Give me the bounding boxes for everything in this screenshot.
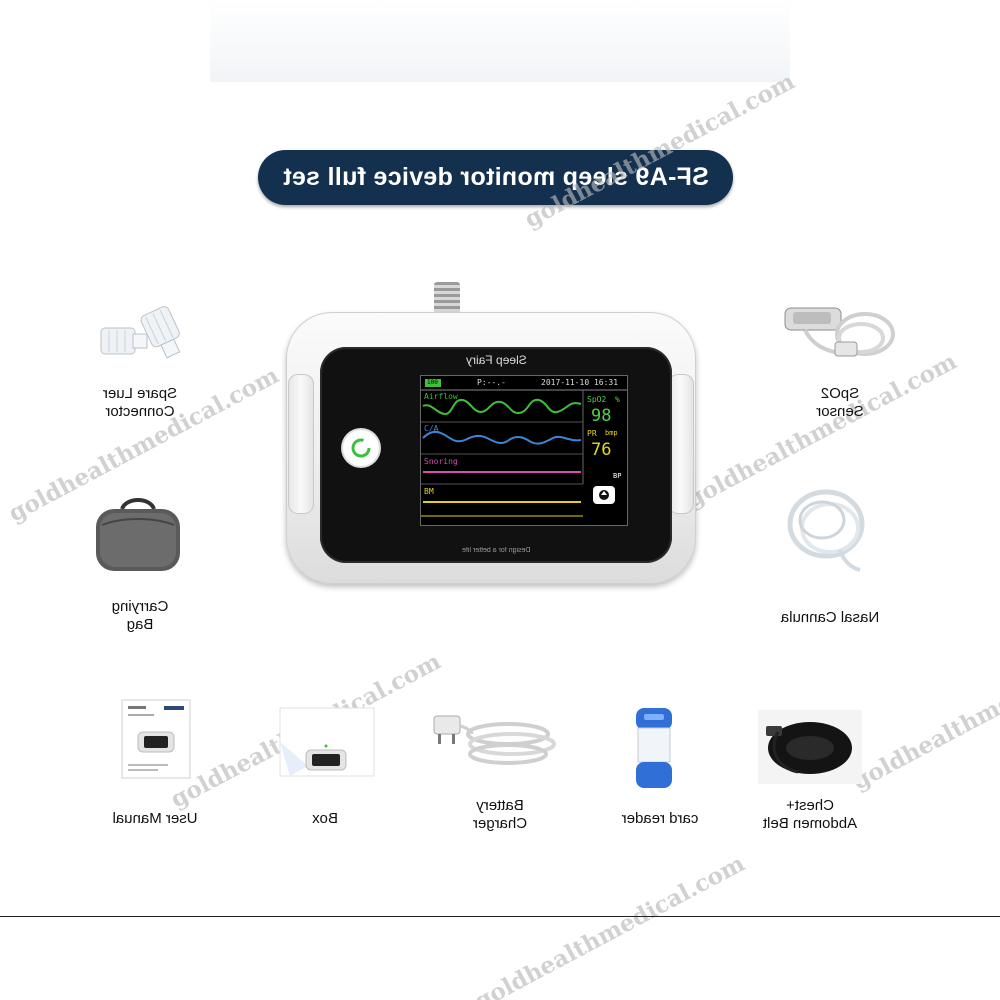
screen-datetime: 2017-11-10 16:31 <box>541 378 619 387</box>
watermark-text: goldhealthmedical.com <box>470 850 749 1000</box>
chest-belt-label: Chest+ Abdomen Belt <box>745 797 875 833</box>
battery-charger-label: Battery Charger <box>435 797 565 833</box>
title-text: SF-A9 sleep monitor device full set <box>282 163 709 191</box>
label-line: Battery <box>476 797 524 814</box>
bp-label: BP <box>613 472 622 480</box>
nasal-cannula-image <box>787 489 865 572</box>
luer-connector-image <box>100 306 181 359</box>
battery-charger-image <box>433 715 556 765</box>
pr-label: PR <box>587 429 597 438</box>
battery-icon <box>425 379 441 387</box>
spo2-value: 98 <box>591 406 612 426</box>
label-line: Charger <box>472 815 528 832</box>
snoring-label: Snoring <box>424 457 458 466</box>
label-line: Box <box>312 810 338 827</box>
label-line: User Manual <box>112 810 198 827</box>
card-reader-label: card reader <box>600 810 720 828</box>
bm-label: BM <box>424 487 434 496</box>
spo2-label: SpO2 <box>587 395 607 404</box>
device-bezel: Sleep Fairy <box>320 347 672 563</box>
pressure-readout: P:--.- <box>477 378 506 387</box>
label-line: Connector <box>105 403 175 420</box>
chest-belt-image <box>758 710 862 784</box>
battery-level: 100 <box>427 379 438 386</box>
label-line: card reader <box>621 810 699 827</box>
top-banner-fade <box>210 0 790 82</box>
box-label: Box <box>270 810 380 828</box>
device-connector <box>434 282 460 314</box>
nasal-cannula-label: Nasal Cannula <box>765 609 895 627</box>
ca-waveform <box>422 430 582 445</box>
title-banner: SF-A9 sleep monitor device full set <box>258 150 733 205</box>
power-button[interactable] <box>343 430 379 466</box>
label-line: SpO2 <box>820 385 860 402</box>
spo2-unit: % <box>615 395 620 404</box>
luer-connector-label: Spare Luer Connector <box>80 385 200 421</box>
carrying-bag-label: Carrying Bag <box>80 598 200 634</box>
pr-unit: bmp <box>605 429 618 437</box>
airflow-waveform <box>422 398 582 416</box>
bottom-divider <box>0 916 1000 917</box>
spo2-sensor-image <box>784 307 895 357</box>
device-brand-text: Sleep Fairy <box>465 353 527 367</box>
screen-graphics <box>421 379 627 517</box>
pr-value: 76 <box>591 440 612 460</box>
device-brand: Sleep Fairy <box>320 353 672 367</box>
device-tagline: Design for a better life <box>320 547 672 554</box>
card-reader-image <box>636 708 672 788</box>
label-line: Bag <box>126 616 154 633</box>
spo2-sensor-label: SpO2 Sensor <box>780 385 900 421</box>
watermark-text: goldhealthmedical.com <box>848 630 1000 795</box>
device-left-grip <box>288 374 314 514</box>
ca-label: C/A <box>424 424 439 433</box>
airflow-label: Airflow <box>424 392 458 401</box>
label-line: Sensor <box>816 403 864 420</box>
label-line: Spare Luer <box>102 385 178 402</box>
box-image <box>279 707 375 777</box>
carrying-bag-image <box>96 498 180 571</box>
sleep-monitor-device: Sleep Fairy <box>286 282 696 584</box>
device-screen: 100 P:--.- 2017-11-10 16:31 Airflow C/A … <box>420 375 628 526</box>
label-line: Abdomen Belt <box>762 815 858 832</box>
device-tagline-text: Design for a better life <box>461 547 531 554</box>
device-right-grip <box>668 374 694 514</box>
label-line: Chest+ <box>786 797 834 814</box>
user-manual-label: User Manual <box>90 810 220 828</box>
label-line: Nasal Cannula <box>780 609 880 626</box>
power-icon <box>351 438 371 458</box>
user-manual-image <box>121 699 191 779</box>
arrow-up-icon <box>601 491 607 495</box>
label-line: Carrying <box>111 598 169 615</box>
